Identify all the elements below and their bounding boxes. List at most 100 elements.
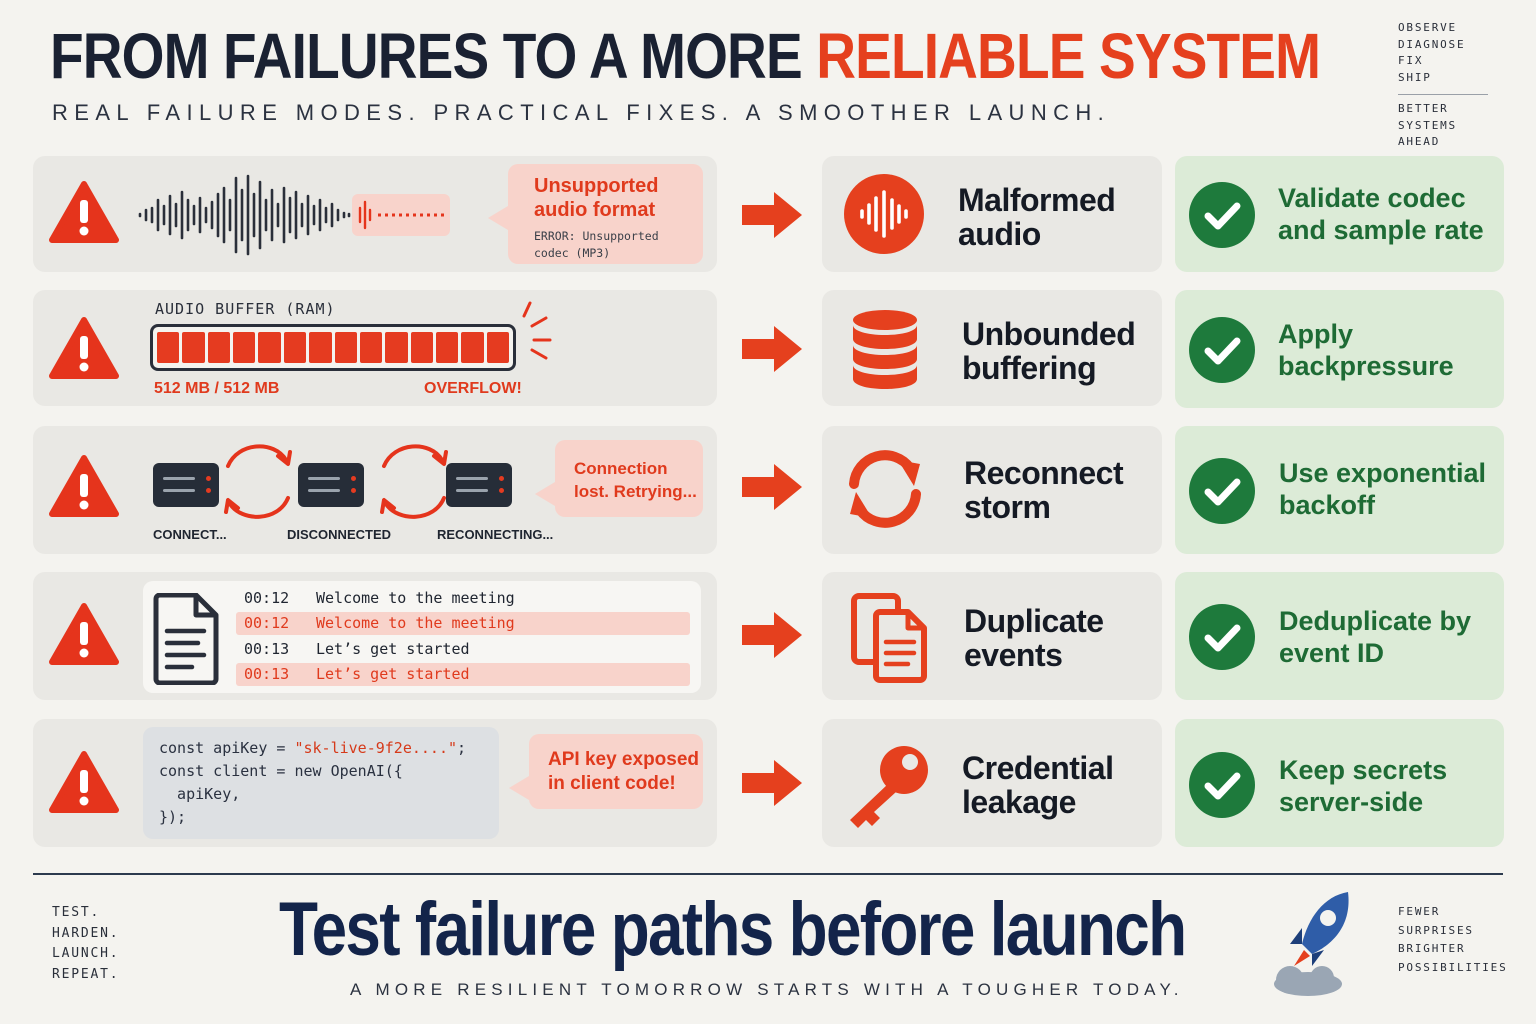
footer-left-item: TEST. bbox=[52, 905, 101, 920]
fix-label: Apply backpressure bbox=[1278, 318, 1454, 382]
side-tagline-line: BETTER bbox=[1398, 102, 1449, 115]
fix-label-line: Apply bbox=[1278, 319, 1354, 349]
warning-icon bbox=[49, 603, 119, 665]
category-label: Reconnect storm bbox=[964, 456, 1124, 525]
log-text: Let’s get started bbox=[316, 640, 470, 658]
checkmark-icon bbox=[1189, 458, 1255, 524]
retry-cycle-icon bbox=[224, 444, 292, 519]
category-label-line: Duplicate bbox=[964, 603, 1104, 639]
page-title: FROM FAILURES TO A MORE RELIABLE SYSTEM bbox=[50, 14, 1321, 98]
error-title-line: audio format bbox=[534, 199, 656, 221]
arrow-right-icon bbox=[742, 192, 802, 238]
fix-label-line: server-side bbox=[1279, 787, 1424, 817]
code-token: const apiKey = bbox=[159, 739, 295, 757]
side-tagline-line: AHEAD bbox=[1398, 135, 1441, 148]
buffer-meter bbox=[150, 324, 516, 371]
category-label: Credential leakage bbox=[962, 750, 1114, 819]
buffer-cell bbox=[359, 332, 383, 363]
arrow-right-icon bbox=[742, 612, 802, 658]
buffer-cell bbox=[385, 332, 408, 363]
waveform-icon bbox=[844, 174, 924, 254]
footer-right-item: BRIGHTER bbox=[1398, 942, 1466, 955]
side-steps-block: OBSERVE DIAGNOSE FIX SHIP BETTER SYSTEMS… bbox=[1398, 20, 1488, 151]
server-icon bbox=[298, 463, 364, 507]
page-subtitle: REAL FAILURE MODES. PRACTICAL FIXES. A S… bbox=[52, 100, 1111, 125]
buffer-cell bbox=[435, 332, 459, 363]
log-time: 00:13 bbox=[244, 640, 290, 658]
side-step: FIX bbox=[1398, 54, 1424, 67]
buffer-cell bbox=[258, 332, 281, 363]
warning-icon bbox=[49, 181, 119, 243]
arrow-right-icon bbox=[742, 464, 802, 510]
footer-left-item: REPEAT. bbox=[52, 966, 120, 982]
buffer-cell bbox=[157, 332, 180, 363]
side-step: DIAGNOSE bbox=[1398, 37, 1466, 51]
footer-right-item: POSSIBILITIES bbox=[1398, 960, 1508, 974]
buffer-cell bbox=[207, 332, 231, 363]
category-label-line: storm bbox=[964, 489, 1051, 525]
server-state-label: DISCONNECTED bbox=[287, 527, 392, 542]
server-icon bbox=[153, 463, 219, 507]
rocket-icon bbox=[1274, 892, 1349, 996]
arrow-right-icon bbox=[742, 760, 802, 806]
log-text: Let’s get started bbox=[316, 665, 470, 683]
side-step: OBSERVE bbox=[1398, 21, 1457, 34]
fix-label-line: Use exponential bbox=[1279, 458, 1487, 488]
code-line: const apiKey = "sk-live-9f2e...."; bbox=[159, 737, 483, 760]
buffer-usage: 512 MB / 512 MB bbox=[154, 380, 280, 397]
footer-right-item: SURPRISES bbox=[1398, 923, 1474, 937]
footer-left-item: HARDEN. bbox=[52, 925, 120, 941]
category-label-line: Credential bbox=[962, 750, 1114, 786]
fix-label-line: Deduplicate by bbox=[1279, 606, 1472, 636]
exposure-bubble: API key exposed in client code! bbox=[509, 734, 703, 809]
fix-label-line: Validate codec bbox=[1278, 183, 1466, 213]
category-panel-credential-leakage bbox=[822, 719, 1162, 847]
buffer-cell bbox=[182, 332, 205, 363]
category-label-line: audio bbox=[958, 216, 1041, 252]
category-label-line: Malformed bbox=[958, 182, 1116, 218]
footer-title: Test failure paths before launch bbox=[279, 887, 1187, 972]
key-icon bbox=[850, 746, 928, 828]
footer-right-list: FEWER SURPRISES BRIGHTER POSSIBILITIES bbox=[1398, 903, 1508, 977]
fix-label: Deduplicate by event ID bbox=[1279, 605, 1471, 669]
category-label-line: Unbounded bbox=[962, 316, 1136, 352]
footer-divider bbox=[33, 873, 1503, 875]
fix-label-line: event ID bbox=[1279, 638, 1385, 668]
warning-icon bbox=[49, 317, 119, 379]
buffer-cell bbox=[486, 332, 510, 363]
fix-label-line: and sample rate bbox=[1278, 215, 1484, 245]
fix-label-line: backoff bbox=[1279, 490, 1376, 520]
buffer-cell bbox=[233, 332, 256, 363]
warning-icon bbox=[49, 751, 119, 813]
log-time: 00:12 bbox=[244, 589, 290, 607]
buffer-cell bbox=[334, 332, 357, 363]
log-time: 00:12 bbox=[244, 614, 290, 632]
buffer-cell bbox=[410, 332, 433, 363]
buffer-cell bbox=[309, 332, 332, 363]
overflow-burst-icon bbox=[522, 301, 552, 360]
checkmark-icon bbox=[1189, 604, 1255, 670]
checkmark-icon bbox=[1189, 182, 1255, 248]
title-dark-part: FROM FAILURES TO A MORE bbox=[50, 20, 803, 92]
fix-label-line: backpressure bbox=[1278, 351, 1454, 381]
server-state-label: RECONNECTING... bbox=[437, 527, 554, 542]
arrow-right-icon bbox=[742, 326, 802, 372]
error-message-line: ERROR: Unsupported bbox=[534, 229, 659, 243]
document-icon bbox=[153, 593, 219, 685]
side-tagline-line: SYSTEMS bbox=[1398, 118, 1457, 132]
code-string-token: "sk-live-9f2e...." bbox=[294, 739, 458, 757]
error-message: ERROR: Unsupported codec (MP3) bbox=[534, 228, 687, 262]
error-title-line: Unsupported bbox=[534, 175, 659, 197]
side-divider bbox=[1398, 94, 1488, 95]
buffer-cell bbox=[461, 332, 484, 363]
footer-right-item: FEWER bbox=[1398, 905, 1441, 918]
fix-label: Validate codec and sample rate bbox=[1278, 182, 1484, 246]
footer-left-list: TEST. HARDEN. LAUNCH. REPEAT. bbox=[52, 903, 119, 985]
audio-waveform-icon bbox=[138, 174, 450, 256]
error-bubble: Unsupported audio format ERROR: Unsuppor… bbox=[488, 164, 703, 264]
database-icon bbox=[853, 310, 917, 389]
category-label: Unbounded buffering bbox=[962, 316, 1136, 385]
fix-label: Keep secrets server-side bbox=[1279, 754, 1447, 818]
buffer-status: OVERFLOW! bbox=[424, 380, 522, 397]
exposure-bubble-line: API key exposed bbox=[548, 749, 700, 770]
